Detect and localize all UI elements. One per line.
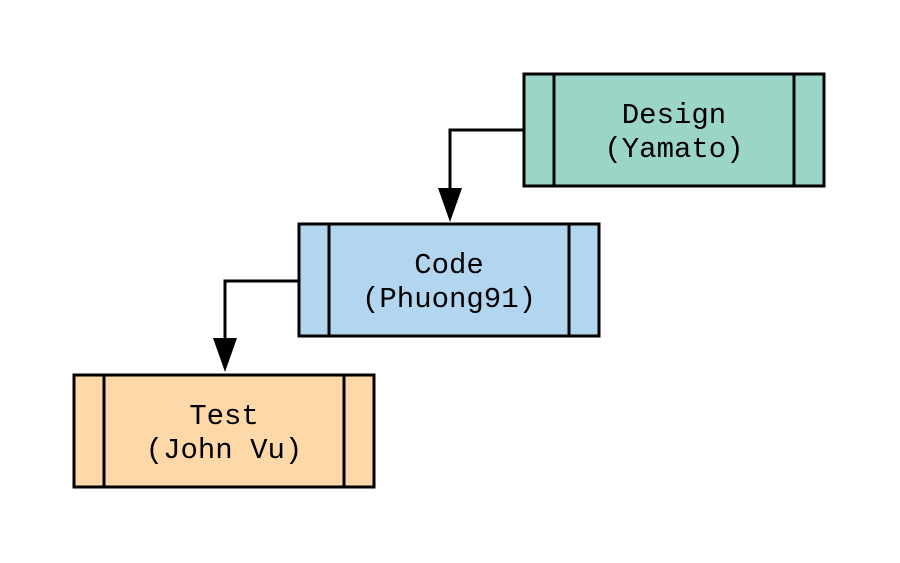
node-test-label: Test bbox=[189, 400, 259, 433]
node-design-owner: (Yamato) bbox=[604, 133, 743, 166]
arrowhead-code-to-test bbox=[213, 338, 237, 372]
arrowhead-design-to-code bbox=[438, 188, 462, 222]
node-code-owner: (Phuong91) bbox=[362, 283, 536, 316]
node-code-label: Code bbox=[414, 249, 484, 282]
node-design: Design (Yamato) bbox=[522, 72, 826, 188]
node-design-label: Design bbox=[622, 99, 726, 132]
node-test-box bbox=[72, 373, 376, 489]
node-test-owner: (John Vu) bbox=[146, 434, 303, 467]
node-test: Test (John Vu) bbox=[72, 373, 376, 489]
node-design-box bbox=[522, 72, 826, 188]
edge-code-to-test bbox=[223, 279, 299, 350]
edge-design-to-code bbox=[448, 128, 524, 200]
node-code-box bbox=[297, 222, 601, 338]
node-code: Code (Phuong91) bbox=[297, 222, 601, 338]
